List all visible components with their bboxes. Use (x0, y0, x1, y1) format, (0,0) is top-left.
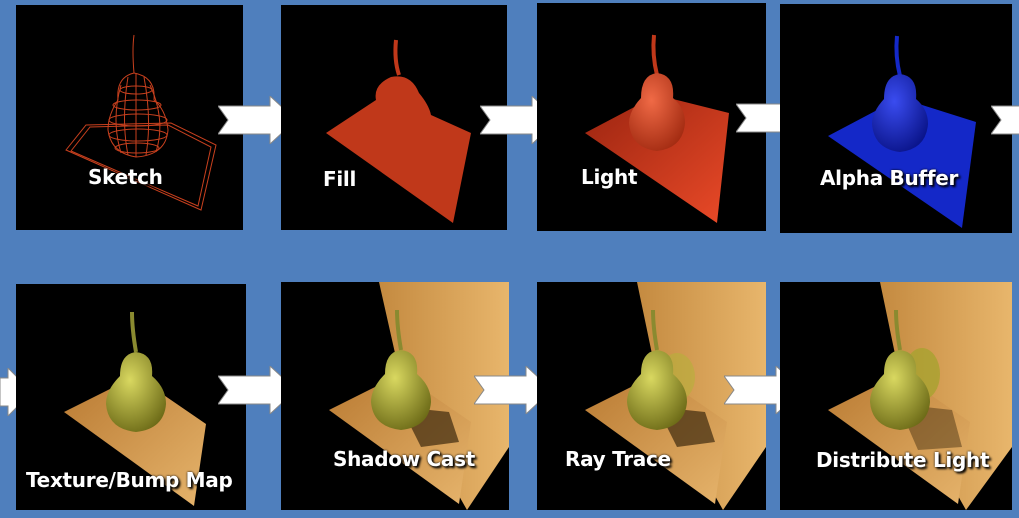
panel-sketch: Sketch (16, 5, 243, 230)
panel-shadow-cast: Shadow Cast (281, 282, 509, 510)
panel-fill: Fill (281, 5, 507, 230)
pear-ray-trace-icon (585, 282, 766, 510)
stage-label-shadow-cast: Shadow Cast (333, 447, 475, 471)
pear-textured-icon (64, 311, 206, 506)
pear-shadow-icon (329, 282, 509, 510)
panel-distribute-light: Distribute Light (780, 282, 1012, 510)
panel-texture-bump-map: Texture/Bump Map (16, 284, 246, 510)
pear-wireframe-icon (65, 34, 217, 211)
stage-label-texture-bump-map: Texture/Bump Map (26, 468, 233, 492)
stage-label-sketch: Sketch (88, 165, 163, 189)
right-arrow-icon (474, 366, 553, 414)
pear-solid-icon (326, 39, 471, 223)
pear-alpha-icon (828, 35, 976, 228)
right-arrow-icon (218, 366, 297, 414)
stage-label-ray-trace: Ray Trace (565, 447, 671, 471)
right-arrow-icon (218, 96, 297, 144)
stage-label-distribute-light: Distribute Light (816, 448, 990, 472)
stage-label-light: Light (581, 165, 638, 189)
panel-ray-trace: Ray Trace (537, 282, 766, 510)
panel-alpha-buffer: Alpha Buffer (780, 4, 1012, 233)
stage-label-fill: Fill (323, 167, 357, 191)
pear-distribute-light-icon (828, 282, 1012, 510)
stage-label-alpha-buffer: Alpha Buffer (820, 166, 959, 190)
panel-light: Light (537, 3, 766, 231)
right-arrow-icon (991, 105, 1019, 135)
pear-lit-icon (585, 34, 729, 223)
